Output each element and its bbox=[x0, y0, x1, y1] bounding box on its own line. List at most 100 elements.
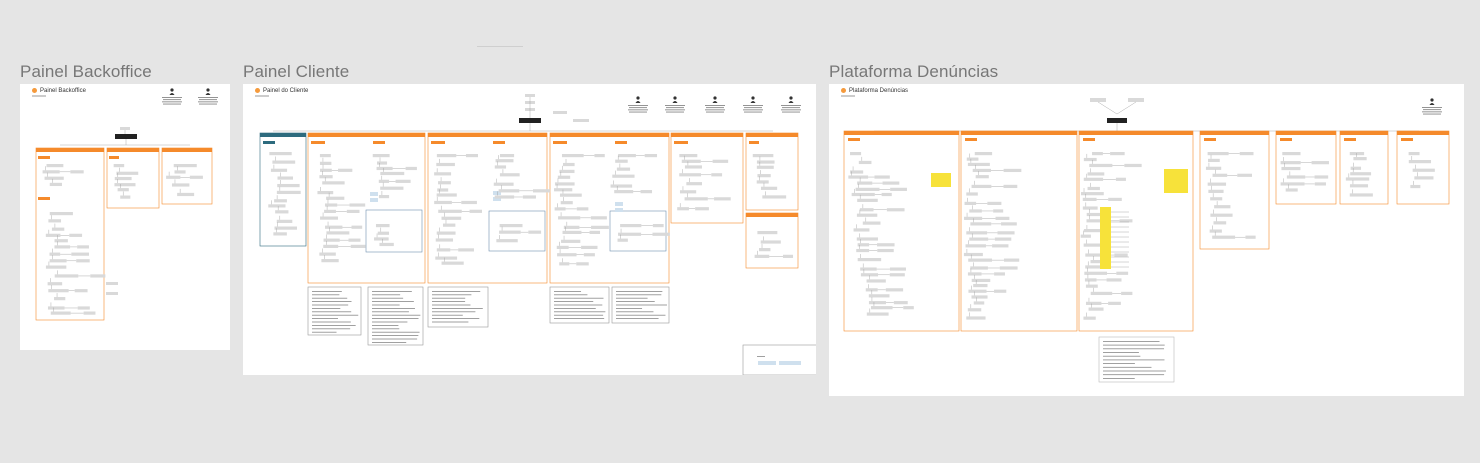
flow-node bbox=[1090, 260, 1108, 264]
user-icon bbox=[169, 93, 175, 95]
section-header-bar bbox=[671, 133, 743, 137]
flow-node bbox=[435, 256, 458, 260]
flow-node bbox=[868, 301, 886, 305]
section-tag bbox=[1204, 138, 1216, 141]
flow-node bbox=[74, 289, 88, 293]
flow-node bbox=[1088, 307, 1104, 311]
flow-node bbox=[862, 221, 881, 225]
section-header-bar bbox=[746, 213, 798, 217]
flow-node bbox=[995, 216, 1010, 220]
board-denuncias[interactable]: Plataforma Denúncias bbox=[829, 84, 1464, 396]
subgroup-frame bbox=[609, 210, 667, 252]
flow-node bbox=[1083, 229, 1104, 233]
flow-node bbox=[553, 111, 567, 114]
flow-node bbox=[554, 207, 566, 211]
flow-node bbox=[1212, 173, 1228, 177]
flow-node bbox=[554, 188, 573, 192]
flow-node bbox=[115, 134, 137, 139]
note-text-line bbox=[372, 314, 421, 316]
flow-node bbox=[877, 243, 895, 247]
flow-node bbox=[1085, 265, 1101, 269]
note-text-line bbox=[1103, 352, 1139, 353]
flow-node bbox=[1086, 219, 1109, 223]
note-text-line bbox=[554, 314, 604, 316]
flow-node bbox=[437, 188, 449, 192]
flow-node bbox=[714, 197, 731, 201]
flow-node bbox=[326, 196, 345, 200]
note-text-line bbox=[616, 314, 666, 316]
flow-node bbox=[615, 208, 623, 212]
board-title-text: Painel Backoffice bbox=[40, 88, 86, 95]
section-tag bbox=[38, 156, 50, 159]
flow-node bbox=[1408, 160, 1432, 164]
legend-box bbox=[742, 344, 816, 375]
flow-node bbox=[759, 248, 771, 252]
flow-node bbox=[1205, 166, 1222, 170]
flow-node bbox=[1083, 177, 1104, 181]
flow-node bbox=[1003, 168, 1022, 173]
flow-node bbox=[889, 267, 906, 271]
note-text-line bbox=[1103, 366, 1152, 368]
note-text-line bbox=[372, 321, 408, 323]
flow-node bbox=[576, 207, 589, 211]
flow-node bbox=[1207, 182, 1227, 186]
flow-node bbox=[269, 152, 292, 156]
section-tag bbox=[1401, 138, 1413, 141]
flow-node bbox=[54, 297, 66, 301]
flow-node bbox=[71, 252, 89, 256]
note-text-line bbox=[432, 301, 466, 302]
note-text-line bbox=[554, 294, 588, 296]
board-cliente[interactable]: Painel do Cliente bbox=[243, 84, 816, 375]
flow-node bbox=[971, 278, 991, 283]
flow-diagram-backoffice bbox=[35, 88, 218, 321]
flow-node bbox=[615, 159, 628, 163]
connector-line bbox=[1097, 101, 1118, 115]
flow-node bbox=[1408, 152, 1420, 156]
persona-text-line bbox=[629, 107, 647, 109]
flow-node bbox=[1121, 291, 1133, 296]
flow-node bbox=[499, 230, 521, 234]
flow-node bbox=[106, 282, 118, 285]
flow-node bbox=[1082, 197, 1097, 201]
flow-node bbox=[1280, 161, 1301, 165]
flow-node bbox=[1212, 235, 1236, 239]
flow-node bbox=[563, 162, 575, 167]
persona-text-line bbox=[162, 97, 182, 98]
flow-node bbox=[1208, 158, 1220, 163]
board-backoffice[interactable]: Painel Backoffice bbox=[20, 84, 230, 350]
flow-node bbox=[42, 170, 60, 174]
flow-node bbox=[559, 262, 570, 266]
flow-node bbox=[438, 181, 451, 185]
flow-node bbox=[614, 190, 634, 194]
flow-node bbox=[276, 190, 301, 195]
user-icon bbox=[636, 96, 640, 100]
note-text-line bbox=[372, 301, 414, 302]
note-text-line bbox=[554, 297, 604, 299]
flow-node bbox=[857, 243, 870, 247]
flow-node bbox=[563, 225, 580, 229]
flow-node bbox=[435, 238, 454, 242]
section-header-bar bbox=[1340, 131, 1388, 135]
persona-text-line bbox=[705, 105, 725, 106]
flow-node bbox=[77, 306, 90, 310]
flow-node bbox=[969, 209, 982, 213]
flow-node bbox=[973, 283, 988, 288]
flow-node bbox=[686, 182, 703, 186]
flow-node bbox=[1115, 177, 1126, 181]
flow-node bbox=[274, 199, 287, 203]
flow-node bbox=[612, 174, 635, 178]
flow-node bbox=[1214, 205, 1231, 209]
flow-node bbox=[376, 166, 393, 171]
flow-node bbox=[1119, 219, 1133, 223]
note-text-line bbox=[432, 308, 483, 309]
note-text-line bbox=[432, 294, 472, 296]
note-text-line bbox=[1103, 374, 1165, 376]
flow-node bbox=[684, 197, 708, 201]
flow-node bbox=[885, 288, 904, 292]
section-header-bar bbox=[107, 148, 159, 152]
flow-node bbox=[114, 183, 136, 187]
flow-node bbox=[590, 216, 607, 220]
flow-node bbox=[1083, 243, 1105, 247]
user-icon bbox=[672, 101, 678, 103]
section-tag bbox=[749, 141, 759, 144]
